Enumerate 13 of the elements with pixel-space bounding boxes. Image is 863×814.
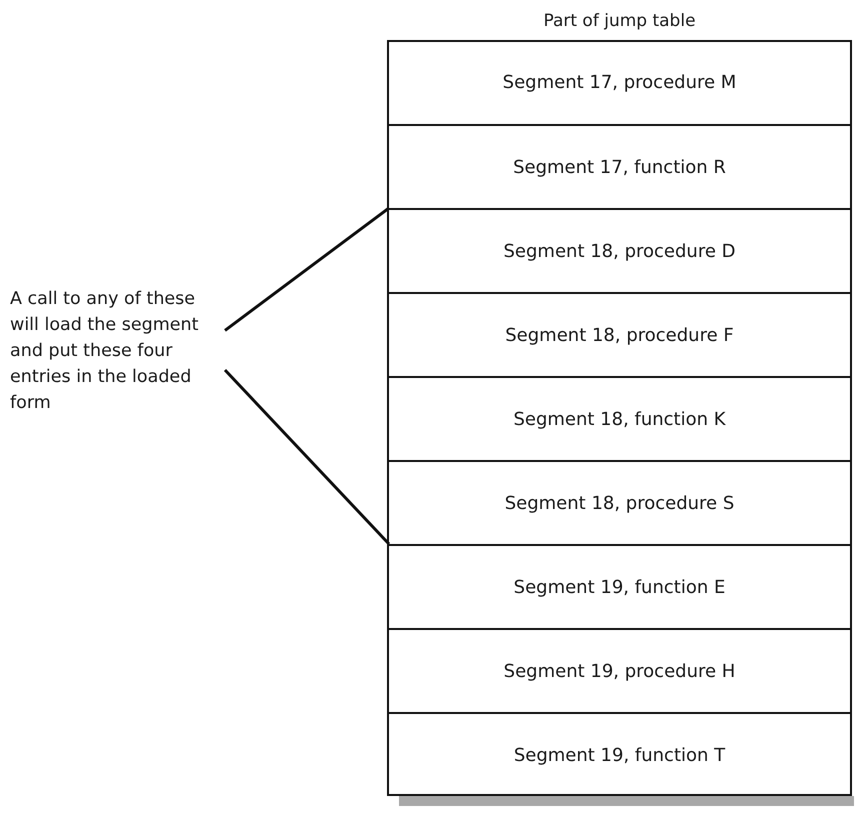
table-title: Part of jump table	[542, 10, 697, 33]
callout-text: A call to any of these will load the segment and put these four entries in the loaded form	[10, 286, 225, 406]
leader-line	[224, 368, 390, 546]
table-entry: Segment 18, procedure S	[389, 460, 850, 544]
table-entry: Segment 17, function R	[389, 124, 850, 208]
table-entry: Segment 19, function T	[389, 712, 850, 796]
table-entry: Segment 18, procedure D	[389, 208, 850, 292]
table-entry: Segment 18, function K	[389, 376, 850, 460]
table-entry: Segment 19, procedure H	[389, 628, 850, 712]
table-entry: Segment 17, procedure M	[389, 40, 850, 124]
table-entry: Segment 19, function E	[389, 544, 850, 628]
leader-line	[224, 206, 390, 332]
table-entry: Segment 18, procedure F	[389, 292, 850, 376]
